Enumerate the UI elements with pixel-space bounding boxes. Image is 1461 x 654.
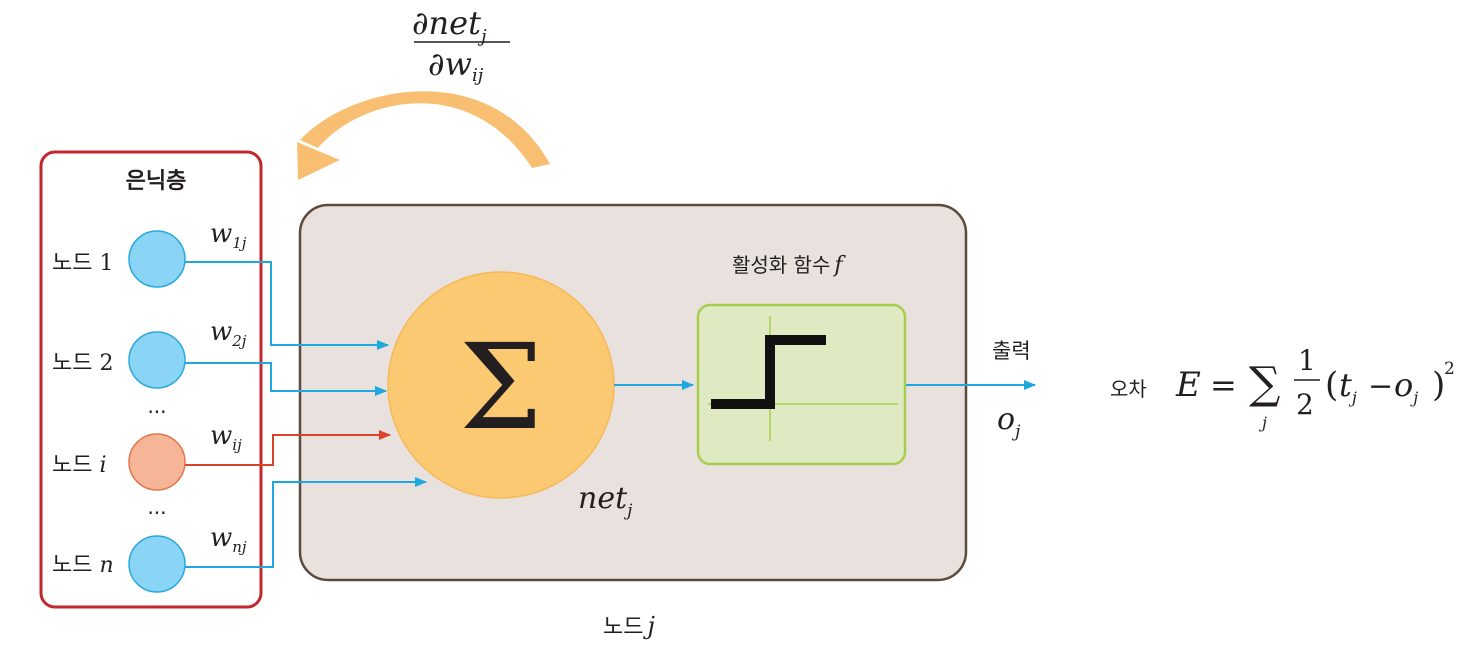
node-circle [128,230,186,288]
connection-node-i [185,430,391,466]
node-label: 노드 1 [52,251,113,276]
derivative-denominator: ∂wij [428,45,484,86]
error-paren-open: ( [1325,365,1338,405]
hidden-node-2: 노드 2 w2j [52,317,247,389]
activation-box [696,303,907,466]
error-frac-num: 1 [1298,344,1316,377]
derivative-fraction: ∂netj ∂wij [412,4,510,86]
error-formula: 오차 E = ∑ j 1 2 ( tj − oj ) 2 [1110,344,1455,432]
error-t: tj [1339,366,1357,407]
step-function-curve [711,335,826,409]
net-label: netj [578,481,633,521]
weight-label: wnj [210,523,247,556]
hidden-node-i: 노드 i wij [52,421,242,491]
error-lhs: E [1175,365,1201,405]
weight-label: w2j [210,317,247,350]
hidden-node-n: 노드 n wnj [52,523,247,593]
sigma-symbol: Σ [459,318,542,456]
node-label: 노드 n [52,553,114,578]
node-circle [128,331,186,389]
node-circle [128,535,186,593]
feedback-arrow [297,91,550,180]
ellipsis-upper: ... [147,394,166,418]
derivative-numerator: ∂netj [412,4,487,47]
connection-node-n [185,477,427,568]
hidden-layer-title: 은닉층 [126,169,187,194]
node-label: 노드 2 [52,351,113,376]
hidden-node-1: 노드 1 w1j [52,219,247,288]
ellipsis-lower: ... [147,495,166,519]
output-label: 출력 [992,339,1031,363]
node-circle [128,433,186,491]
weight-label: w1j [210,219,247,252]
error-minus: − [1368,369,1393,404]
error-power: 2 [1444,359,1455,379]
error-frac-den: 2 [1296,388,1314,421]
node-label: 노드 i [52,453,107,478]
error-equals: = [1210,366,1237,404]
error-o: oj [1394,366,1418,407]
error-sum-index: j [1259,413,1267,432]
error-sum: ∑ [1249,358,1280,409]
error-paren-close: ) [1432,365,1445,405]
output-var: oj [997,402,1021,442]
connection-node-1 [185,261,389,350]
connection-node-2 [185,362,387,396]
weight-label: wij [210,421,242,454]
error-label: 오차 [1110,377,1147,401]
